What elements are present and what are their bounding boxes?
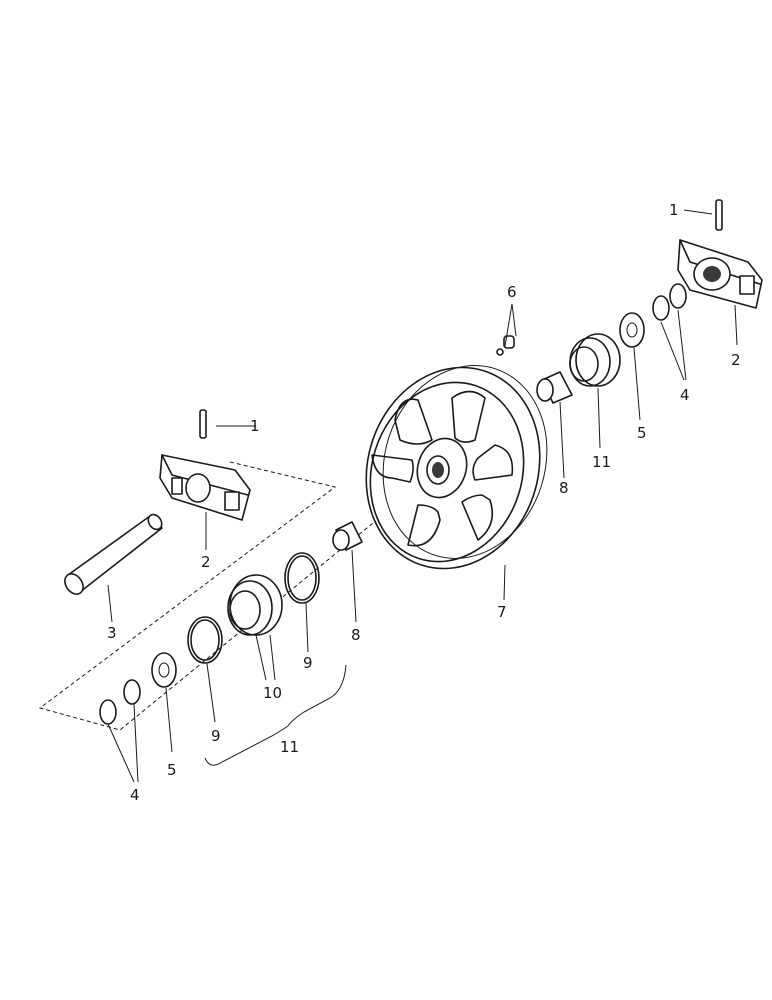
callout-washer-left: 5 bbox=[167, 761, 177, 779]
o-ring-lower bbox=[187, 616, 223, 664]
rings-left bbox=[99, 679, 141, 725]
bushing-left bbox=[332, 521, 363, 551]
callout-seal-group-right: 11 bbox=[592, 453, 611, 471]
callout-rings-left: 4 bbox=[130, 786, 140, 804]
washer-left bbox=[151, 652, 177, 688]
assembly-center-lines bbox=[38, 461, 396, 731]
shaft bbox=[64, 513, 163, 595]
washer-right bbox=[619, 312, 645, 348]
callout-shaft: 3 bbox=[107, 624, 117, 642]
callout-o-ring-upper: 9 bbox=[303, 654, 313, 672]
callout-seal-left: 10 bbox=[263, 684, 282, 702]
seal-group-right bbox=[569, 333, 621, 387]
callout-wheel: 7 bbox=[497, 603, 507, 621]
pin-right bbox=[715, 199, 723, 231]
idler-wheel bbox=[365, 365, 548, 570]
callout-labels: 1 2 4 5 11 8 6 7 1 2 3 8 9 10 9 11 5 4 bbox=[107, 201, 741, 804]
callout-washer-right: 5 bbox=[637, 424, 647, 442]
pin-left bbox=[199, 409, 207, 439]
callout-bushing-right: 8 bbox=[559, 479, 569, 497]
leader-lines bbox=[107, 209, 738, 783]
callout-rings-right: 4 bbox=[680, 386, 690, 404]
callout-pin-left: 1 bbox=[250, 417, 260, 435]
callout-bushing-left: 8 bbox=[351, 626, 361, 644]
callout-pin-right: 1 bbox=[669, 201, 679, 219]
callout-seal-group-left: 11 bbox=[280, 738, 299, 756]
rings-right bbox=[652, 283, 687, 321]
bushing-right bbox=[536, 371, 573, 404]
callout-bracket-right: 2 bbox=[731, 351, 741, 369]
callout-plug: 6 bbox=[507, 283, 517, 301]
callout-o-ring-lower: 9 bbox=[211, 727, 221, 745]
bracket-right bbox=[677, 239, 763, 309]
callout-bracket-left: 2 bbox=[201, 553, 211, 571]
bracket-left bbox=[159, 454, 251, 521]
seal-left bbox=[227, 574, 283, 636]
o-ring-upper bbox=[284, 552, 320, 604]
